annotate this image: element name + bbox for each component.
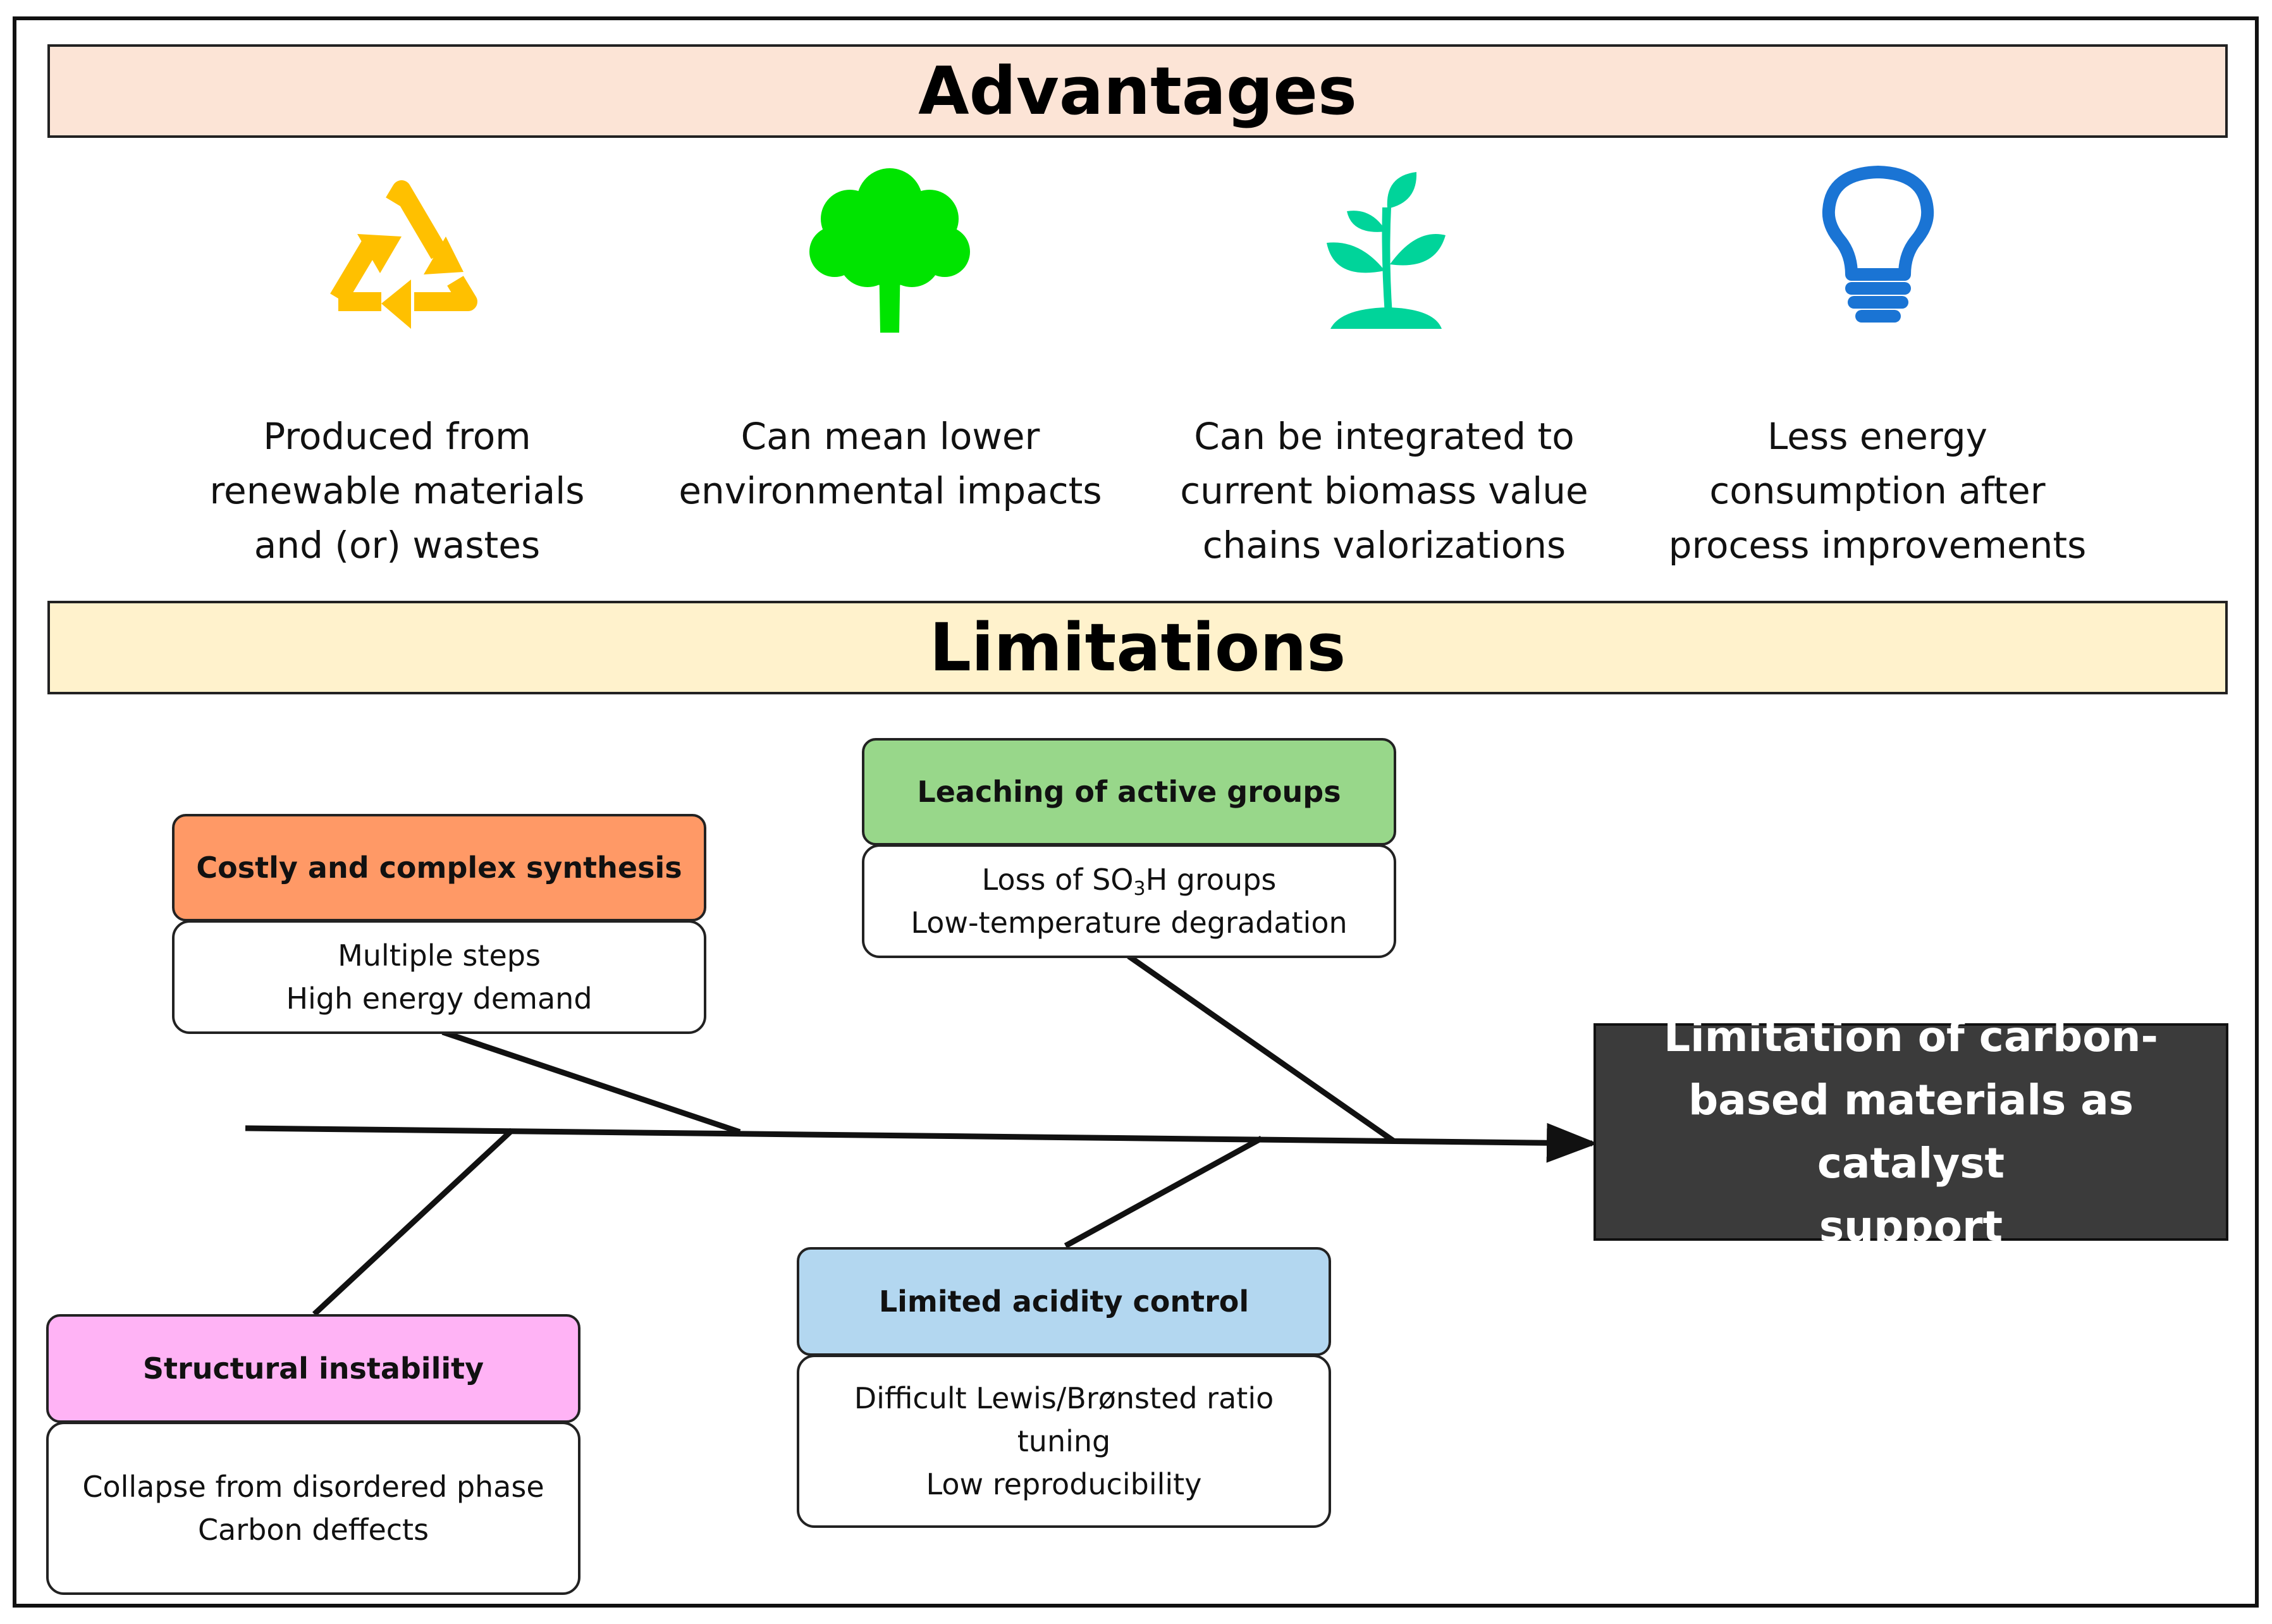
lightbulb-icon — [1821, 166, 1935, 331]
cause-acidity-line-2: tuning — [1017, 1424, 1111, 1458]
cause-leaching-details: Loss of SO3H groups Low-temperature degr… — [862, 844, 1396, 958]
cause-structural-line-1: Collapse from disordered phase — [82, 1470, 544, 1504]
bone-structural — [312, 1128, 515, 1317]
cause-structural-details: Collapse from disordered phase Carbon de… — [46, 1422, 580, 1595]
cause-synthesis-line-1: Multiple steps — [338, 938, 541, 973]
bone-acidity — [1064, 1136, 1263, 1248]
advantage-renewable: Produced from renewable materials and (o… — [169, 409, 625, 572]
advantage-energy-line-1: Less energy — [1767, 415, 1987, 458]
recycle-icon — [313, 166, 484, 331]
cause-structural-header: Structural instability — [46, 1314, 580, 1423]
advantage-energy: Less energy consumption after process im… — [1650, 409, 2105, 572]
sprout-icon — [1322, 169, 1448, 331]
cause-structural: Collapse from disordered phase Carbon de… — [46, 1314, 580, 1595]
cause-synthesis-details: Multiple steps High energy demand — [172, 920, 706, 1034]
advantages-banner: Advantages — [47, 44, 2228, 138]
cause-leaching-title: Leaching of active groups — [917, 775, 1341, 809]
cause-synthesis-title: Costly and complex synthesis — [196, 851, 682, 885]
bone-synthesis — [441, 1029, 741, 1135]
cause-leaching: Loss of SO3H groups Low-temperature degr… — [862, 738, 1396, 958]
advantage-biomass-line-3: chains valorizations — [1202, 524, 1566, 567]
effect-line-1: Limitation of carbon- — [1664, 1012, 2158, 1061]
cause-synthesis-header: Costly and complex synthesis — [172, 814, 706, 921]
cause-synthesis: Multiple steps High energy demand Costly… — [172, 814, 706, 1034]
cause-acidity: Difficult Lewis/Brønsted ratio tuning Lo… — [797, 1247, 1331, 1528]
advantage-environment: Can mean lower environmental impacts — [663, 409, 1118, 518]
advantage-environment-line-2: environmental impacts — [679, 469, 1102, 512]
cause-structural-line-2: Carbon deffects — [197, 1513, 429, 1547]
cause-acidity-line-3: Low reproducibility — [926, 1467, 1202, 1501]
advantage-energy-line-3: process improvements — [1668, 524, 2087, 567]
fishbone-spine — [245, 1123, 1598, 1163]
advantage-renewable-line-3: and (or) wastes — [254, 524, 541, 567]
cause-acidity-line-1: Difficult Lewis/Brønsted ratio — [854, 1381, 1274, 1415]
bone-leaching — [1127, 954, 1396, 1144]
cause-acidity-header: Limited acidity control — [797, 1247, 1331, 1356]
advantages-title: Advantages — [918, 52, 1357, 130]
cause-acidity-title: Limited acidity control — [878, 1284, 1250, 1319]
tree-icon — [804, 163, 975, 335]
cause-leaching-line-2: Low-temperature degradation — [911, 906, 1348, 940]
advantage-biomass-line-2: current biomass value — [1180, 469, 1588, 512]
advantage-environment-line-1: Can mean lower — [740, 415, 1040, 458]
effect-box: Limitation of carbon- based materials as… — [1593, 1012, 2228, 1251]
advantage-biomass-line-1: Can be integrated to — [1194, 415, 1575, 458]
limitations-banner: Limitations — [47, 601, 2228, 694]
cause-acidity-details: Difficult Lewis/Brønsted ratio tuning Lo… — [797, 1355, 1331, 1528]
figure-frame — [13, 16, 2259, 1608]
cause-leaching-line-1: Loss of SO3H groups — [981, 863, 1277, 900]
effect-line-2: based materials as catalyst — [1688, 1076, 2134, 1188]
advantage-biomass: Can be integrated to current biomass val… — [1157, 409, 1612, 572]
cause-leaching-header: Leaching of active groups — [862, 738, 1396, 846]
cause-synthesis-line-2: High energy demand — [286, 981, 593, 1016]
advantage-energy-line-2: consumption after — [1709, 469, 2046, 512]
advantage-renewable-line-1: Produced from — [263, 415, 531, 458]
cause-structural-title: Structural instability — [142, 1351, 484, 1386]
effect-line-3: support — [1819, 1202, 2003, 1251]
advantage-renewable-line-2: renewable materials — [209, 469, 585, 512]
limitations-title: Limitations — [929, 609, 1346, 686]
